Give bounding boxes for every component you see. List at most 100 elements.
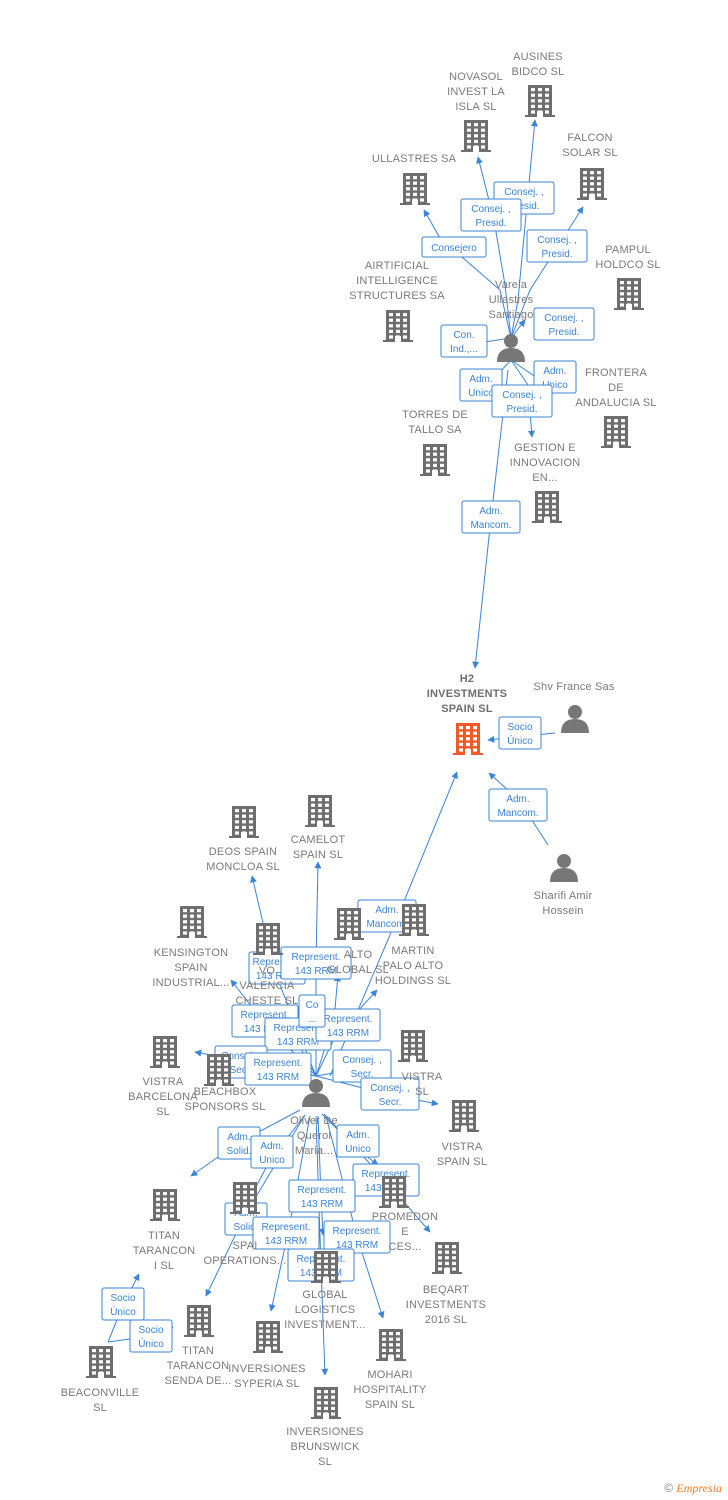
node-label: HOLDINGS SL bbox=[375, 975, 451, 987]
edge-label-text: Ind.,... bbox=[450, 344, 478, 355]
node-label: SYPERIA SL bbox=[234, 1378, 300, 1390]
edge-label-text: Consej. , bbox=[370, 1083, 409, 1094]
edge-label-ullastres[interactable]: Consejero bbox=[421, 236, 487, 258]
edge-label-vistra2[interactable]: Consej. ,Secr. bbox=[332, 1049, 392, 1083]
edge-label-gestion[interactable]: Consej. ,Presid. bbox=[491, 384, 553, 418]
node-label: ULLASTRES SA bbox=[372, 153, 457, 165]
node-label: CAMELOT bbox=[291, 834, 346, 846]
edge-line-novasol bbox=[476, 156, 512, 339]
building-icon bbox=[461, 120, 491, 152]
edge-label-text: Presid. bbox=[475, 218, 506, 229]
edge-label-text: Unico bbox=[259, 1155, 285, 1166]
building-icon bbox=[177, 906, 207, 938]
node-global[interactable]: GLOBALLOGISTICSINVESTMENT... bbox=[284, 1251, 366, 1331]
empresia-brand[interactable]: © Empresia bbox=[664, 1481, 722, 1496]
edge-label-syperia[interactable]: Represent.143 RRM bbox=[252, 1216, 320, 1250]
node-martin[interactable]: MARTIN PALO ALTO HOLDINGS SL bbox=[375, 904, 451, 987]
node-oliver[interactable]: Oliver DeQuerolMaria... bbox=[290, 1079, 338, 1157]
edge-label-novasol[interactable]: Consej. , Presid. bbox=[460, 198, 522, 232]
node-label: PALO ALTO bbox=[383, 960, 444, 972]
edge-label-text: Mancom. bbox=[470, 520, 511, 531]
node-shv[interactable]: Shv France Sas bbox=[533, 681, 615, 733]
node-kensington[interactable]: KENSINGTONSPAININDUSTRIAL... bbox=[152, 906, 229, 989]
edge-label-text: Solid. bbox=[226, 1146, 251, 1157]
node-label: INVESTMENT... bbox=[284, 1319, 365, 1331]
edge-label-paloalto[interactable]: Represent.143 RRM bbox=[315, 1008, 381, 1042]
node-label: GLOBAL bbox=[302, 1289, 347, 1301]
edge-label-vistraspain[interactable]: Consej. ,Secr. bbox=[360, 1077, 420, 1111]
edge-label-text: Con. bbox=[453, 330, 474, 341]
node-label: GESTION E bbox=[514, 442, 576, 454]
edge-label-global[interactable]: Represent.143 RRM bbox=[288, 1179, 356, 1213]
edge-label-h2-varela[interactable]: Adm.Mancom. bbox=[461, 500, 521, 534]
edge-label-text: Consej. , bbox=[471, 204, 510, 215]
edge-label-mohari[interactable]: Represent.143 RRM bbox=[323, 1220, 391, 1254]
person-icon bbox=[302, 1079, 330, 1107]
edge-label-text: Socio bbox=[110, 1293, 135, 1304]
edge-label-text: Represent. bbox=[362, 1169, 411, 1180]
edge-label-box bbox=[533, 307, 595, 341]
person-icon bbox=[550, 854, 578, 882]
edge-label-box bbox=[129, 1319, 173, 1353]
edge-label-box bbox=[421, 236, 487, 258]
building-icon bbox=[311, 1387, 341, 1419]
node-label: TALLO SA bbox=[408, 424, 462, 436]
edge-label-h2-sharifi[interactable]: Adm.Mancom. bbox=[488, 788, 548, 822]
node-promedon[interactable]: PROMEDONECES... bbox=[372, 1176, 438, 1253]
building-icon bbox=[420, 444, 450, 476]
node-label: BEQART bbox=[423, 1284, 469, 1296]
node-ullastres[interactable]: ULLASTRES SA bbox=[372, 153, 457, 205]
edge-label-text: Consej. , bbox=[537, 235, 576, 246]
edge-label-text: Mancom. bbox=[366, 919, 407, 930]
edge-label-box bbox=[298, 994, 326, 1028]
node-label: MOHARI bbox=[367, 1369, 412, 1381]
node-operations[interactable]: SPAIOPERATIONS... bbox=[203, 1182, 286, 1267]
building-icon bbox=[229, 806, 259, 838]
node-label: Sharifi Amir bbox=[534, 890, 593, 902]
edge-label-camelot[interactable]: Represent.143 RRM bbox=[280, 946, 352, 980]
edge-label-martin[interactable]: Co... bbox=[298, 994, 326, 1028]
edge-label-box bbox=[460, 198, 522, 232]
building-icon bbox=[400, 173, 430, 205]
edge-label-beachbox[interactable]: Represent.143 RRM bbox=[244, 1052, 312, 1086]
person-icon bbox=[561, 705, 589, 733]
node-label: SL bbox=[156, 1106, 170, 1118]
edge-label-pampul[interactable]: Consej. ,Presid. bbox=[533, 307, 595, 341]
edge-label-operations[interactable]: Adm.Unico bbox=[250, 1135, 294, 1169]
edge-label-airtificial[interactable]: Con. Ind.,... bbox=[440, 324, 488, 358]
node-label: PROMEDON bbox=[372, 1211, 438, 1223]
edge-label-promedon[interactable]: Adm.Unico bbox=[336, 1124, 380, 1158]
node-gestion[interactable]: GESTION EINNOVACIONEN... bbox=[510, 442, 581, 523]
node-label: FRONTERA bbox=[585, 367, 648, 379]
edge-label-falcon[interactable]: Consej. ,Presid. bbox=[526, 229, 588, 263]
node-label: MARTIN bbox=[391, 945, 434, 957]
